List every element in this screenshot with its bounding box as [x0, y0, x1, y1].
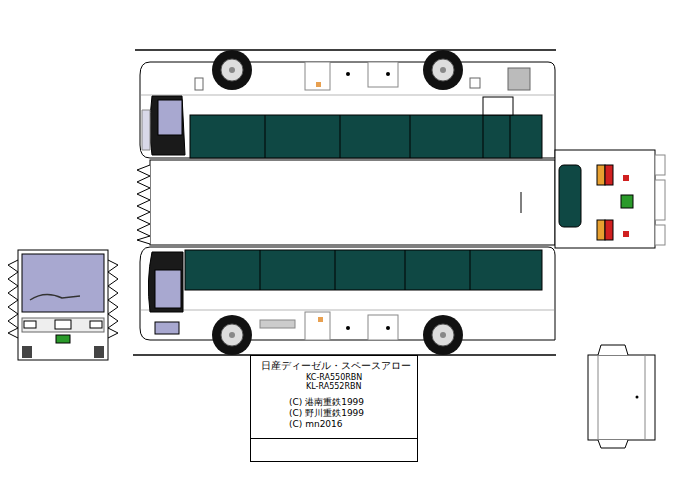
- roof-panel: [137, 160, 555, 245]
- copyright-note: (C) 港南重鉄1999: [289, 398, 364, 407]
- copyright-note: (C) 野川重鉄1999: [289, 409, 364, 418]
- label-flap: 日産ディーゼル・スペースアロー KC-RA550RBNKL-RA552RBN (C)…: [250, 355, 418, 462]
- upper-side-view: [140, 50, 555, 158]
- copyright-note: (C) mn2016: [289, 420, 343, 429]
- model-code: KL-RA552RBN: [306, 383, 361, 391]
- lower-side-view: [140, 247, 555, 355]
- rear-panel: [555, 150, 665, 248]
- fold-line: [251, 438, 417, 439]
- fold-line: [135, 49, 556, 51]
- model-code: KC-RA550RBN: [306, 374, 362, 382]
- model-name: 日産ディーゼル・スペースアロー: [261, 361, 411, 371]
- front-view: [8, 250, 118, 360]
- floor-piece: [588, 345, 655, 448]
